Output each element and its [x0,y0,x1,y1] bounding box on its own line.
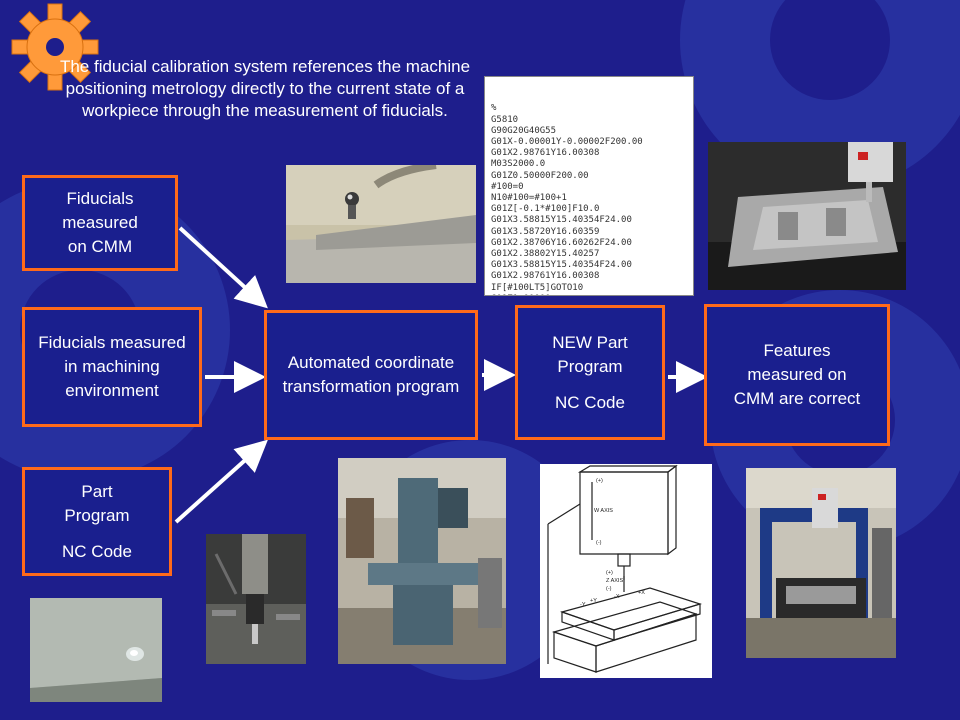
part-program-title: Part Program [64,481,130,525]
code-line: G01X-0.00001Y-0.00002F200.00 [491,137,643,148]
diagram-w-minus: (-) [596,540,602,546]
code-line: M03S2000.0 [491,159,546,170]
diagram-w-plus: (+) [596,478,603,484]
diagram-w-axis: W AXIS [594,508,613,514]
features-label: Features measured on CMM are correct [733,341,861,408]
workpiece-closeup-photo [30,598,162,702]
diagram-z-plus: (+) [606,570,613,576]
machining-spindle-photo [206,534,306,664]
transformation-label: Automated coordinate transformation prog… [282,353,460,396]
code-line: IF[#100LT5]GOTO10 [491,282,584,293]
fiducials-cmm-box: Fiducials measured on CMM [22,175,178,271]
new-program-sub: NC Code [555,392,625,412]
code-line: G01X2.98761Y16.00308 [491,148,600,159]
fiducials-machining-box: Fiducials measured in machining environm… [22,307,202,427]
fiducials-cmm-label: Fiducials measured on CMM [62,189,138,256]
code-line: G01Z[-0.1*#100]F10.0 [491,204,600,215]
diagram-x-plus: +X [638,590,645,596]
gear-logo-icon [11,3,99,91]
code-line: N10#100=#100+1 [491,193,567,204]
diagram-y-minus: -Y [580,602,586,608]
code-line: % [491,103,497,114]
code-line: G01X2.38706Y16.60262F24.00 [491,237,632,248]
diagram-z-minus: (-) [606,586,612,592]
code-line: G01X3.58815Y15.40354F24.00 [491,215,632,226]
cmm-machine-photo [746,468,896,658]
new-program-title: NEW Part Program [552,332,628,376]
diagram-z-axis: Z AXIS [606,578,623,584]
workpiece-fiducial-photo [286,165,476,283]
machine-axes-diagram: (+) W AXIS (-) (+) Z AXIS (-) -X +X +Y -… [540,464,712,678]
code-line: G01Z1.00000 [491,294,687,295]
milling-machine-photo [338,458,506,664]
diagram-x-minus: -X [614,594,620,600]
code-line: G01Z0.50000F200.00 [491,170,589,181]
diagram-y-plus: +Y [590,598,597,604]
new-program-box: NEW Part Program NC Code [515,305,665,440]
code-line: G90G20G40G55 [491,125,557,136]
part-program-box: Part Program NC Code [22,467,172,576]
cmm-fixture-photo [708,142,906,290]
code-line: G01X3.58720Y16.60359 [491,226,600,237]
part-program-sub: NC Code [62,541,132,561]
code-line: #100=0 [491,181,524,192]
code-line: G01X3.58815Y15.40354F24.00 [491,260,632,271]
code-line: G01X2.98761Y16.00308 [491,271,600,282]
transformation-box: Automated coordinate transformation prog… [264,310,478,440]
code-line: G5810 [491,114,519,125]
slide-title: The fiducial calibration system referenc… [59,57,471,120]
code-line: G01X2.38802Y15.40257 [491,249,600,260]
features-box: Features measured on CMM are correct [704,304,890,446]
fiducials-machining-label: Fiducials measured in machining environm… [38,333,186,400]
